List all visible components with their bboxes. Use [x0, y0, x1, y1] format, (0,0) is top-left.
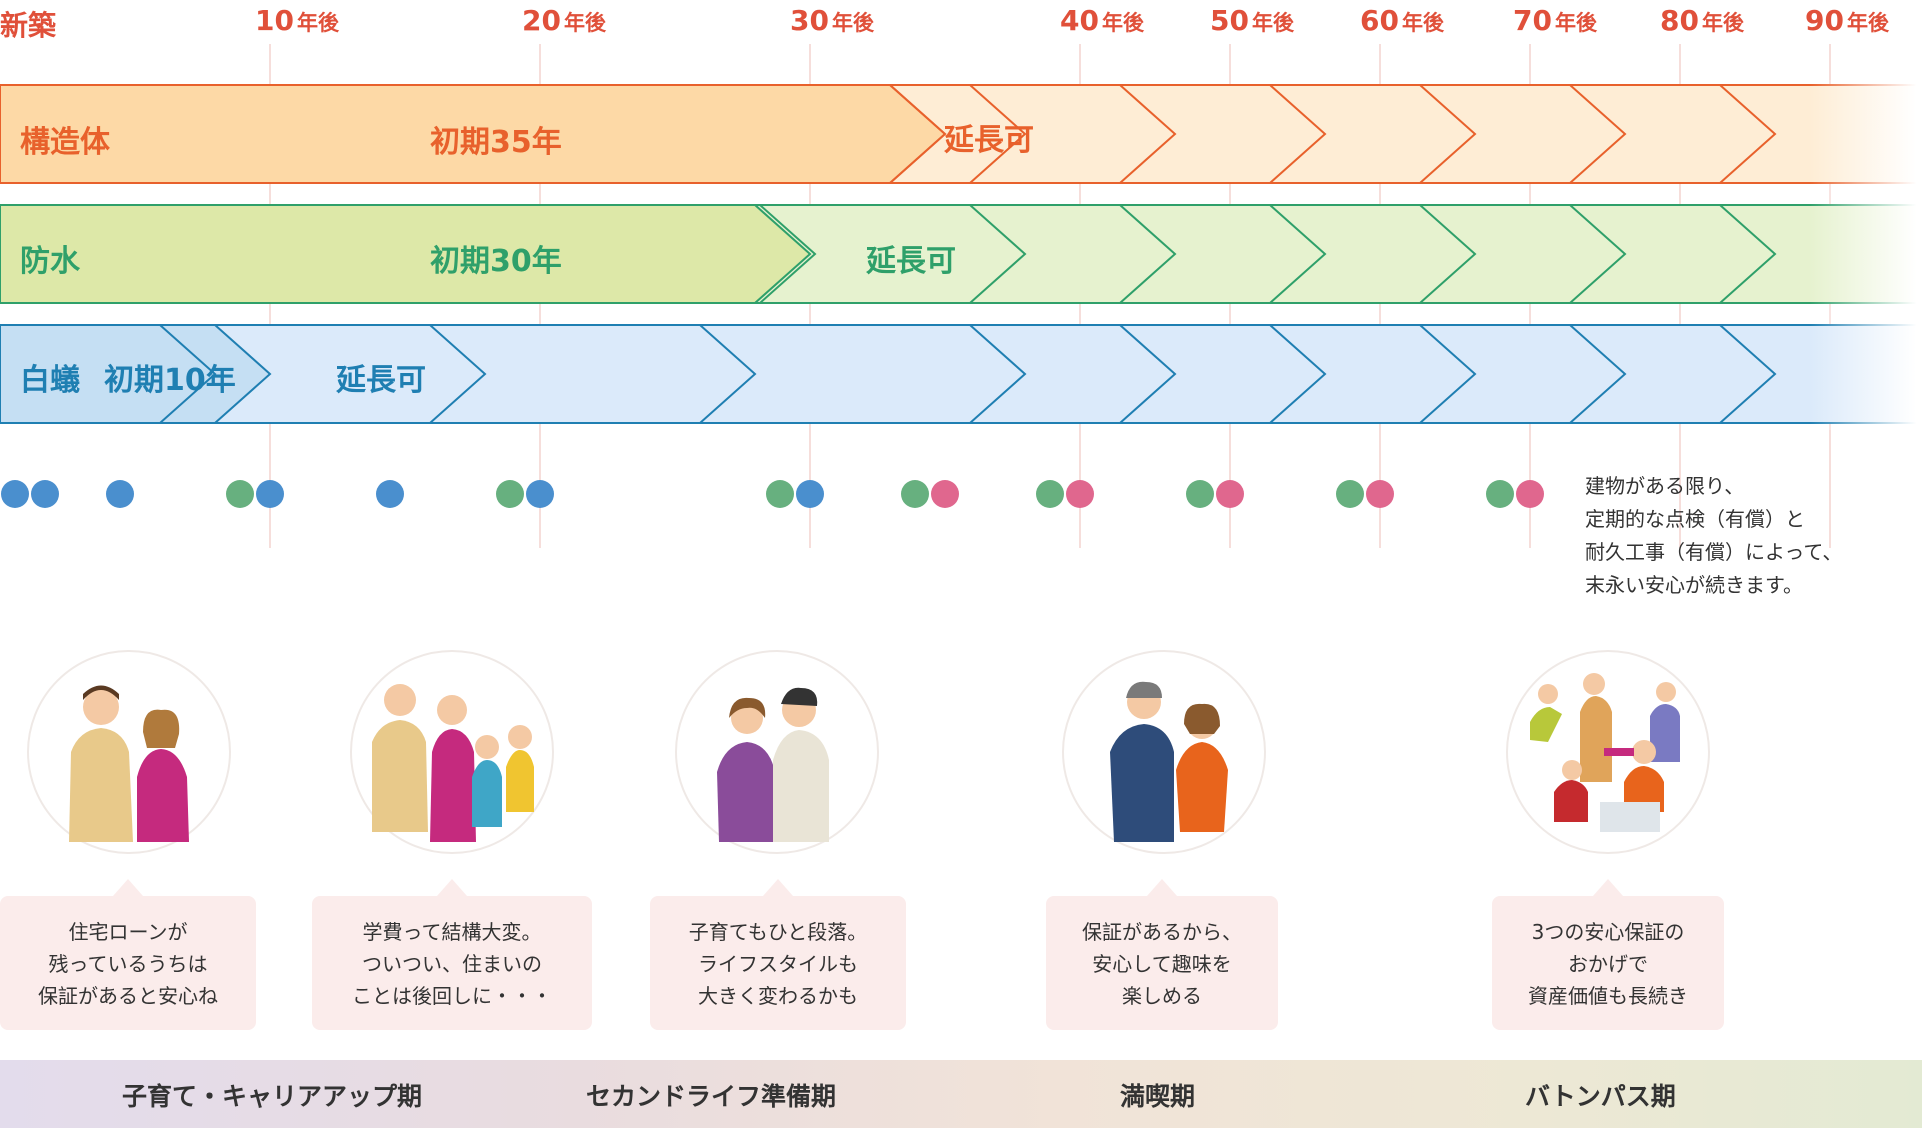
band-termite-name: 白蟻: [20, 363, 80, 398]
band-chevron-1-1: [889, 84, 947, 184]
band-initial-arrow-3: [0, 324, 272, 424]
band-chevron-2-4: [1269, 204, 1327, 304]
stage-bubble-5: 3つの安心保証の おかげで 資産価値も長続き: [1492, 879, 1724, 1030]
phase-label-2: セカンドライフ準備期: [586, 1082, 837, 1111]
band-termite-initial: 初期10年: [104, 363, 236, 398]
inspection-dot-3-2: [256, 480, 284, 508]
band-chevron-1-4: [1269, 84, 1327, 184]
band-waterproof-name: 防水: [20, 244, 80, 279]
band-fade-overlay: [1810, 80, 1922, 430]
inspection-dot-11-1: [1486, 480, 1514, 508]
band-extension-bg-3: [0, 324, 1922, 424]
band-chevron-1-7: [1719, 84, 1777, 184]
band-structure-initial: 初期35年: [430, 125, 562, 160]
phase-label-3: 満喫期: [1120, 1082, 1196, 1111]
band-chevron-1-3: [1119, 84, 1177, 184]
inspection-dot-6-2: [796, 480, 824, 508]
band-structure-name: 構造体: [20, 125, 110, 160]
band-chevron-2-6: [1569, 204, 1627, 304]
band-waterproof-extend: 延長可: [866, 244, 956, 279]
inspection-dots: [1, 480, 1544, 508]
inspection-dot-8-1: [1036, 480, 1064, 508]
band-chevron-3-6: [1269, 324, 1327, 424]
band-chevron-2-1: [759, 204, 817, 304]
inspection-dot-1-2: [31, 480, 59, 508]
inspection-dot-1-1: [1, 480, 29, 508]
band-chevron-2-5: [1419, 204, 1477, 304]
family-portrait-multigeneration: [1506, 650, 1710, 854]
band-termite-extend: 延長可: [336, 363, 426, 398]
inspection-dot-4-1: [376, 480, 404, 508]
band-chevron-3-9: [1719, 324, 1777, 424]
inspection-dot-2-1: [106, 480, 134, 508]
band-chevron-1-2: [969, 84, 1027, 184]
family-portrait-with-kids: [350, 650, 554, 854]
band-row-3: [0, 324, 1922, 424]
stage-bubble-2: 学費って結構大変。 ついつい、住まいの ことは後回しに・・・: [312, 879, 592, 1030]
band-chevron-3-5: [1119, 324, 1177, 424]
stage-bubble-3: 子育てもひと段落。 ライフスタイルも 大きく変わるかも: [650, 879, 906, 1030]
band-chevron-3-7: [1419, 324, 1477, 424]
band-chevron-2-7: [1719, 204, 1777, 304]
warranty-bands: [0, 84, 1922, 424]
family-portrait-couple: [27, 650, 231, 854]
band-chevron-3-2: [429, 324, 487, 424]
band-chevron-2-3: [1119, 204, 1177, 304]
multigeneration-illustration: [1530, 673, 1680, 832]
inspection-dot-6-1: [766, 480, 794, 508]
inspection-dot-9-1: [1186, 480, 1214, 508]
inspection-dot-7-2: [931, 480, 959, 508]
middle-aged-couple-illustration: [717, 687, 829, 842]
band-chevron-3-4: [969, 324, 1027, 424]
inspection-dot-8-2: [1066, 480, 1094, 508]
band-row-2: [0, 204, 1922, 304]
band-row-1: [0, 84, 1922, 184]
inspection-dot-10-2: [1366, 480, 1394, 508]
family-portrait-active-couple: [1062, 650, 1266, 854]
inspection-dot-5-2: [526, 480, 554, 508]
band-chevron-1-6: [1569, 84, 1627, 184]
inspection-dot-7-1: [901, 480, 929, 508]
inspection-dot-11-2: [1516, 480, 1544, 508]
continuity-note: 建物がある限り、 定期的な点検（有償）と 耐久工事（有償）によって、 末永い安心…: [1585, 474, 1843, 597]
inspection-dot-10-1: [1336, 480, 1364, 508]
band-chevron-2-2: [969, 204, 1027, 304]
stage-bubble-1: 住宅ローンが 残っているうちは 保証があると安心ね: [0, 879, 256, 1030]
couple-illustration: [69, 685, 189, 842]
phase-label-4: バトンパス期: [1525, 1082, 1676, 1111]
stage-bubble-4: 保証があるから、 安心して趣味を 楽しめる: [1046, 879, 1278, 1030]
inspection-dot-3-1: [226, 480, 254, 508]
family-portrait-middle-aged: [675, 650, 879, 854]
phase-label-1: 子育て・キャリアアップ期: [122, 1082, 423, 1111]
band-waterproof-initial: 初期30年: [430, 244, 562, 279]
band-chevron-3-1: [159, 324, 217, 424]
axis-start-label: 新築: [0, 9, 57, 42]
band-chevron-3-8: [1569, 324, 1627, 424]
inspection-dot-9-2: [1216, 480, 1244, 508]
inspection-dot-5-1: [496, 480, 524, 508]
family-illustration: [372, 684, 534, 842]
life-phase-bar: [0, 1060, 1922, 1128]
active-couple-illustration: [1110, 681, 1228, 842]
band-chevron-3-3: [699, 324, 757, 424]
band-structure-extend: 延長可: [944, 123, 1034, 158]
band-initial-arrow-2: [0, 204, 812, 304]
band-chevron-1-5: [1419, 84, 1477, 184]
